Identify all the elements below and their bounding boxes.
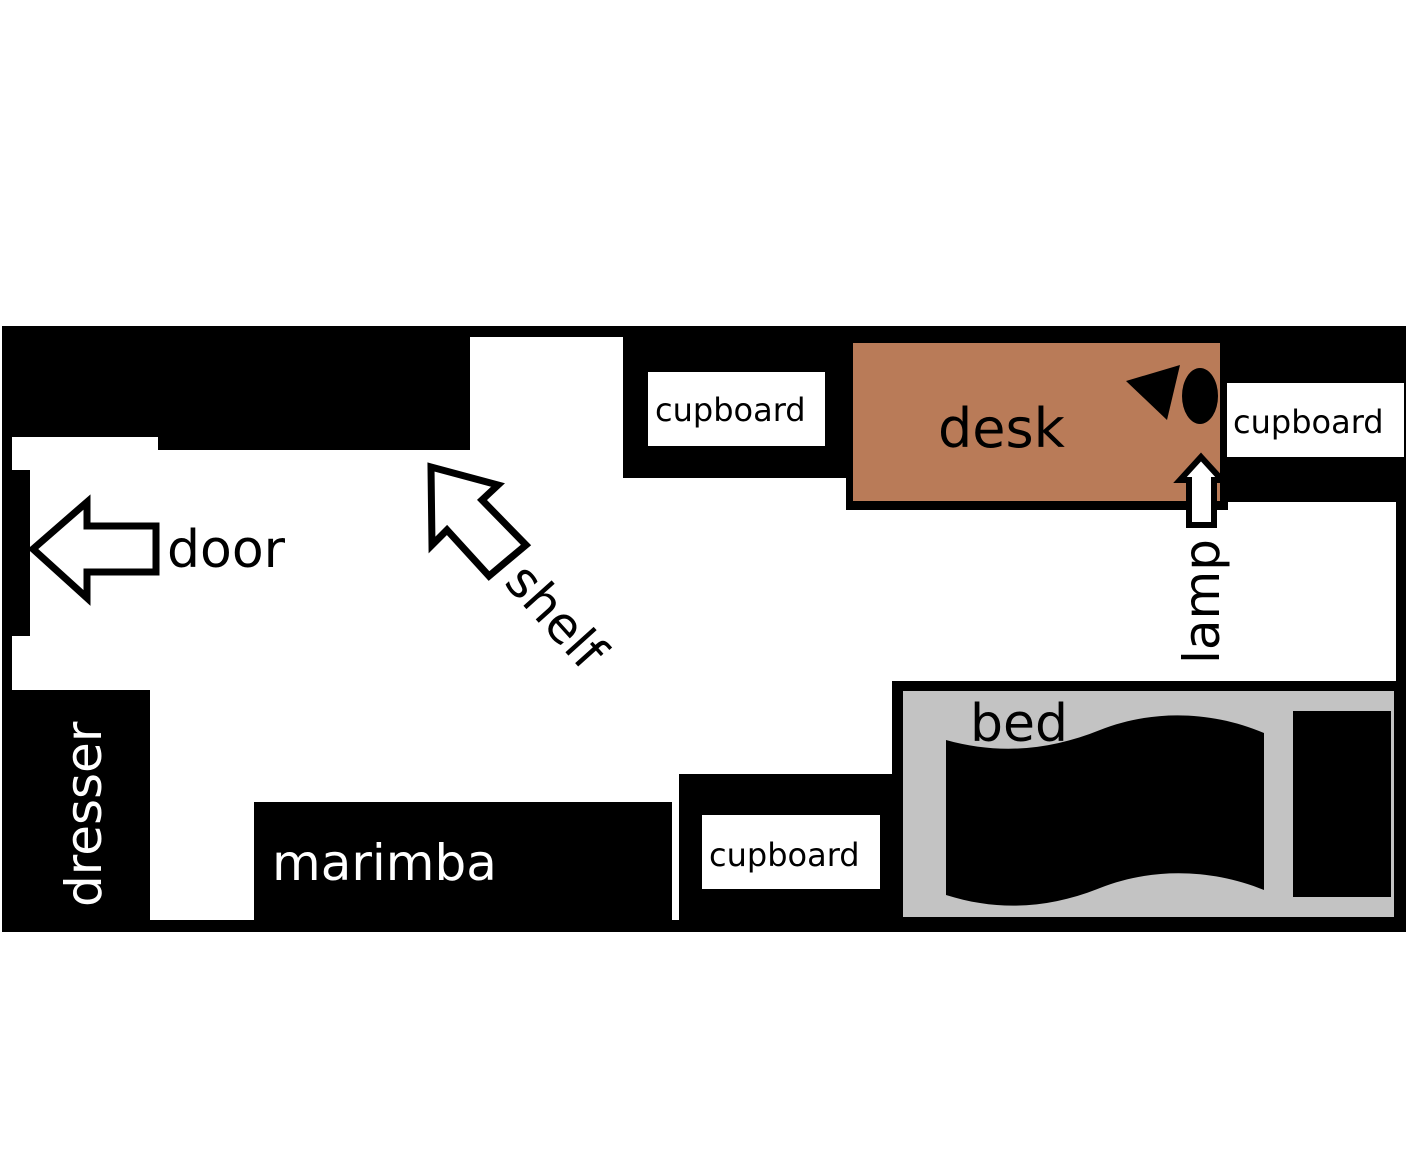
bed: bed [903, 691, 1394, 917]
lamp-marker: lamp [1173, 452, 1231, 664]
shelf-block [158, 337, 470, 450]
cupboard-right-label: cupboard [1233, 403, 1384, 441]
lamp-arrow-icon [1173, 452, 1229, 528]
cupboard-top [648, 372, 825, 446]
pillow [1293, 711, 1391, 897]
desk [853, 343, 1220, 501]
door-label: door [167, 520, 286, 580]
room-floor [12, 337, 1396, 920]
cupboard-bottom-label: cupboard [709, 836, 860, 874]
lamp-label: lamp [1173, 539, 1231, 664]
blanket-icon [946, 715, 1264, 906]
cupboard-top-label: cupboard [655, 391, 806, 429]
cupboard-right [1227, 383, 1404, 457]
marimba-label: marimba [272, 834, 497, 892]
bed-label: bed [970, 694, 1068, 754]
dresser-label: dresser [55, 721, 113, 907]
desk-label: desk [938, 397, 1066, 460]
shelf-arrow-icon [427, 462, 532, 581]
cupboard-bottom [702, 815, 880, 889]
lamp-icon [1126, 365, 1218, 424]
door-arrow-icon [27, 494, 160, 606]
door-marker: door [27, 494, 286, 606]
